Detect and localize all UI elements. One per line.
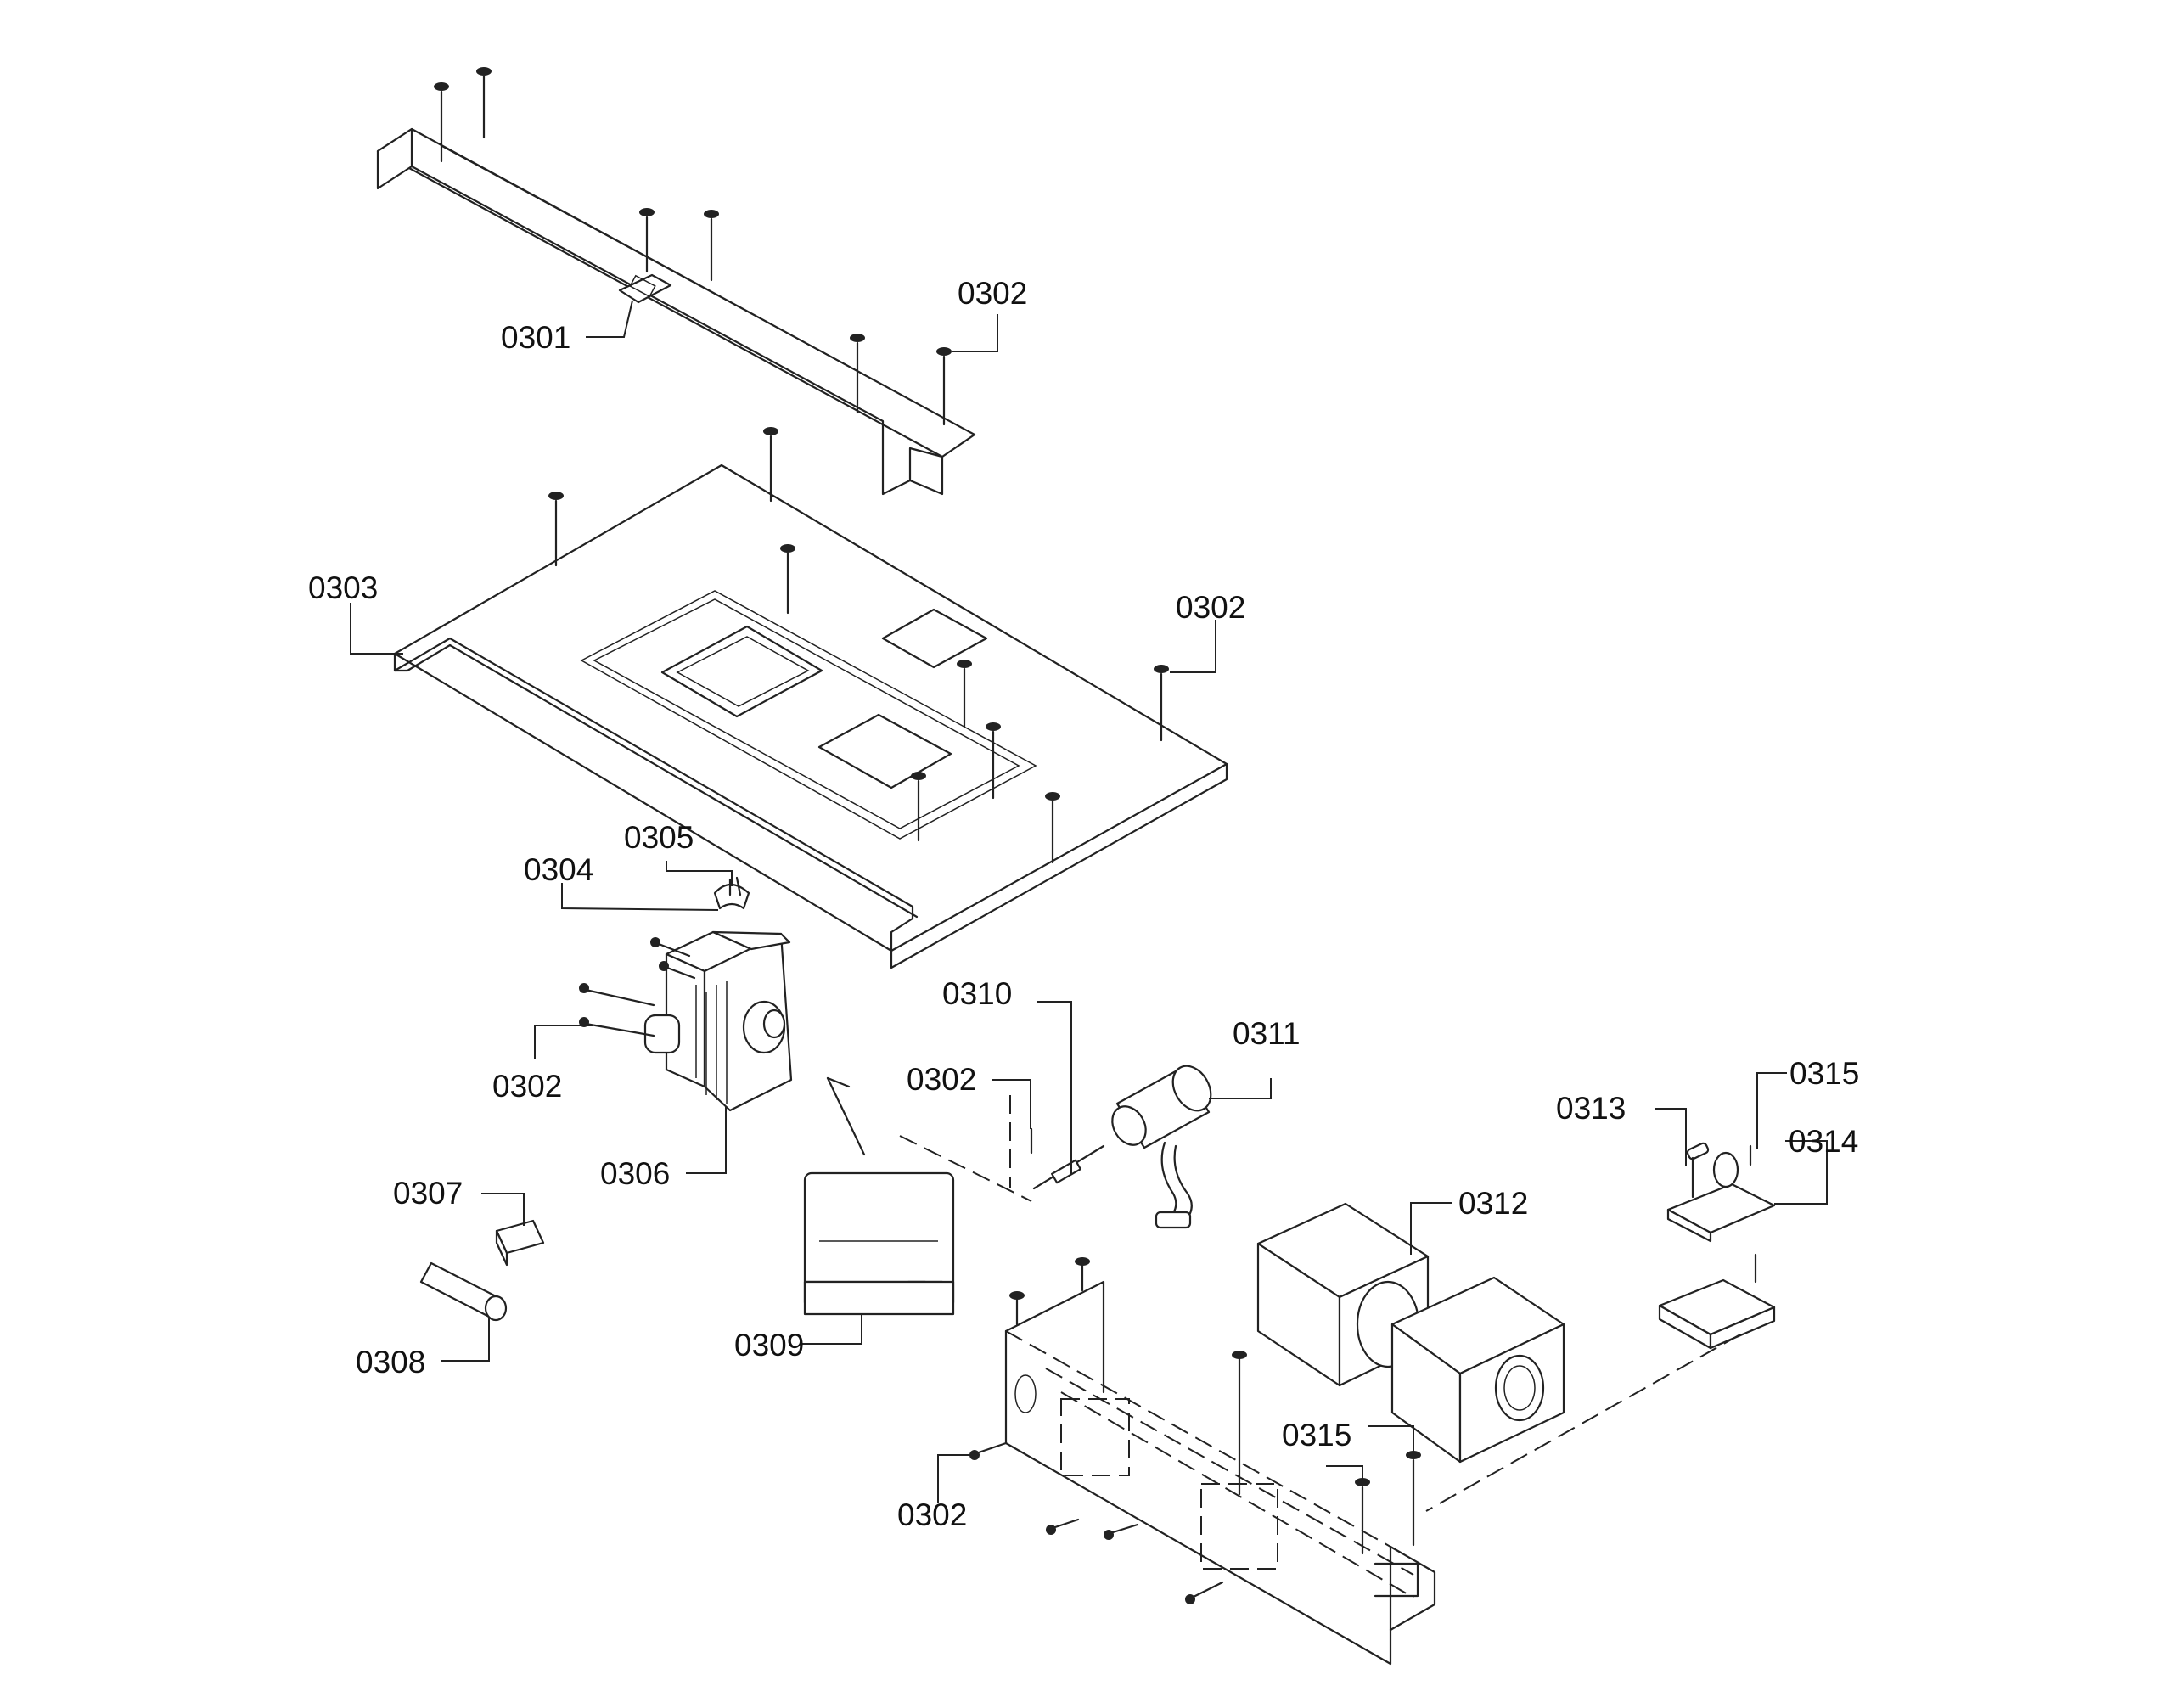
control-bracket: [1004, 1095, 1436, 1666]
callout-0306: 0306: [600, 1156, 670, 1191]
terminal-base: [1425, 1253, 1776, 1512]
callout-0302-diode: 0302: [907, 1062, 976, 1097]
top-plate-screws: [548, 427, 1169, 864]
callout-0314: 0314: [1789, 1124, 1858, 1159]
callout-labels: 0301 0302 0303 0302 0305 0304 0310 0311 …: [308, 276, 1859, 1532]
terminal-board: [1666, 1142, 1776, 1243]
callout-0310: 0310: [942, 976, 1012, 1011]
callout-0307: 0307: [393, 1176, 463, 1211]
callout-0304: 0304: [524, 852, 593, 887]
callout-0302-top-bracket: 0302: [958, 276, 1027, 311]
diode: [1030, 1127, 1105, 1190]
top-bracket-screws: [434, 67, 952, 426]
callout-0313: 0313: [1556, 1091, 1626, 1126]
fuse-holder: [495, 1219, 545, 1267]
tube-part: [419, 1261, 508, 1322]
callout-0311: 0311: [1233, 1016, 1301, 1051]
callout-0302-magnetron: 0302: [492, 1069, 562, 1104]
top-plate: [393, 464, 1228, 969]
top-vent-bracket: [376, 127, 976, 496]
callout-0302-bracket: 0302: [897, 1497, 967, 1532]
callout-0302-top-plate: 0302: [1176, 590, 1245, 625]
magnetron: [643, 930, 793, 1112]
callout-0315-terminal: 0315: [1789, 1056, 1859, 1091]
callout-0312: 0312: [1458, 1186, 1528, 1221]
callout-0309: 0309: [734, 1328, 804, 1362]
transformer: [803, 1076, 1032, 1316]
fan-motor: [1256, 1202, 1565, 1464]
callout-0308: 0308: [356, 1345, 425, 1379]
callout-0303: 0303: [308, 570, 378, 605]
thermal-cutout: [713, 876, 750, 910]
hv-capacitor: [1111, 1065, 1212, 1229]
callout-0315-bracket: 0315: [1282, 1418, 1351, 1452]
callout-0301: 0301: [501, 320, 570, 355]
callout-0305: 0305: [624, 820, 694, 855]
leader-lines: [350, 300, 1828, 1503]
